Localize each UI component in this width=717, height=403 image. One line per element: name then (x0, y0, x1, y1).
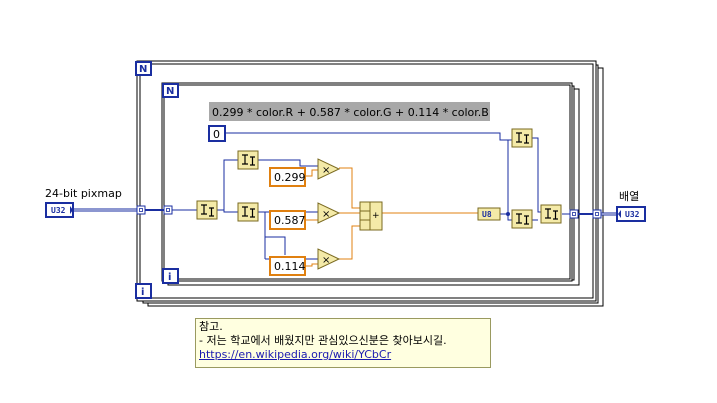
to-u8-conversion-node[interactable]: U8 (477, 207, 501, 221)
formula-text: 0.299 * color.R + 0.587 * color.G + 0.11… (212, 106, 489, 119)
output-terminal[interactable]: U32 (616, 206, 646, 222)
formula-comment: 0.299 * color.R + 0.587 * color.G + 0.11… (209, 102, 490, 121)
u8-label: U8 (482, 210, 492, 219)
coefficient-constant-b[interactable]: 0.114 (269, 256, 306, 276)
reference-note: 참고. - 저는 학교에서 배웠지만 관심있으신분은 찾아보시길. https:… (195, 318, 491, 368)
outer-input-tunnel[interactable] (136, 205, 146, 215)
output-label: 배열 (619, 190, 639, 203)
coefficient-g-value: 0.587 (274, 214, 306, 227)
wikipedia-link[interactable]: https://en.wikipedia.org/wiki/YCbCr (199, 348, 392, 361)
split-number-node[interactable] (237, 202, 259, 222)
outer-loop-index-label: i (141, 287, 144, 298)
outer-loop-count-terminal[interactable]: N (135, 61, 152, 76)
split-number-node[interactable] (196, 200, 218, 220)
split-number-node[interactable] (237, 150, 259, 170)
zero-constant-value: 0 (213, 128, 220, 141)
input-terminal[interactable]: U32 (45, 202, 74, 218)
add-symbol: + (372, 211, 380, 221)
outer-loop-count-label: N (139, 64, 147, 75)
join-number-node[interactable] (511, 209, 533, 229)
multiply-symbol: × (322, 165, 330, 176)
outer-loop-index-terminal[interactable]: i (135, 283, 152, 299)
outer-output-tunnel[interactable] (592, 209, 602, 219)
inner-loop-index-label: i (168, 272, 171, 283)
coefficient-b-value: 0.114 (274, 260, 306, 273)
multiply-symbol: × (322, 209, 330, 220)
multiply-symbol: × (322, 255, 330, 266)
note-line-1: 참고. (199, 320, 223, 333)
coefficient-constant-r[interactable]: 0.299 (269, 167, 306, 187)
multiply-node[interactable]: × (317, 248, 341, 270)
coefficient-constant-g[interactable]: 0.587 (269, 210, 306, 230)
multiply-node[interactable]: × (317, 202, 341, 224)
inner-loop-index-terminal[interactable]: i (162, 268, 179, 284)
join-number-node[interactable] (511, 128, 533, 148)
inner-loop-count-terminal[interactable]: N (162, 83, 179, 98)
zero-constant[interactable]: 0 (208, 125, 226, 142)
inner-output-tunnel[interactable] (569, 209, 579, 219)
output-type: U32 (625, 210, 640, 219)
join-number-node[interactable] (540, 204, 562, 224)
inner-loop-count-label: N (166, 86, 174, 97)
compound-add-node[interactable]: + (359, 201, 383, 231)
note-line-2: - 저는 학교에서 배웠지만 관심있으신분은 찾아보시길. (199, 334, 447, 347)
inner-input-tunnel[interactable] (163, 205, 173, 215)
wire-junction (506, 212, 510, 216)
coefficient-r-value: 0.299 (274, 171, 306, 184)
float-wires (305, 167, 478, 267)
input-label: 24-bit pixmap (45, 187, 122, 200)
multiply-node[interactable]: × (317, 158, 341, 180)
input-type: U32 (51, 206, 66, 215)
